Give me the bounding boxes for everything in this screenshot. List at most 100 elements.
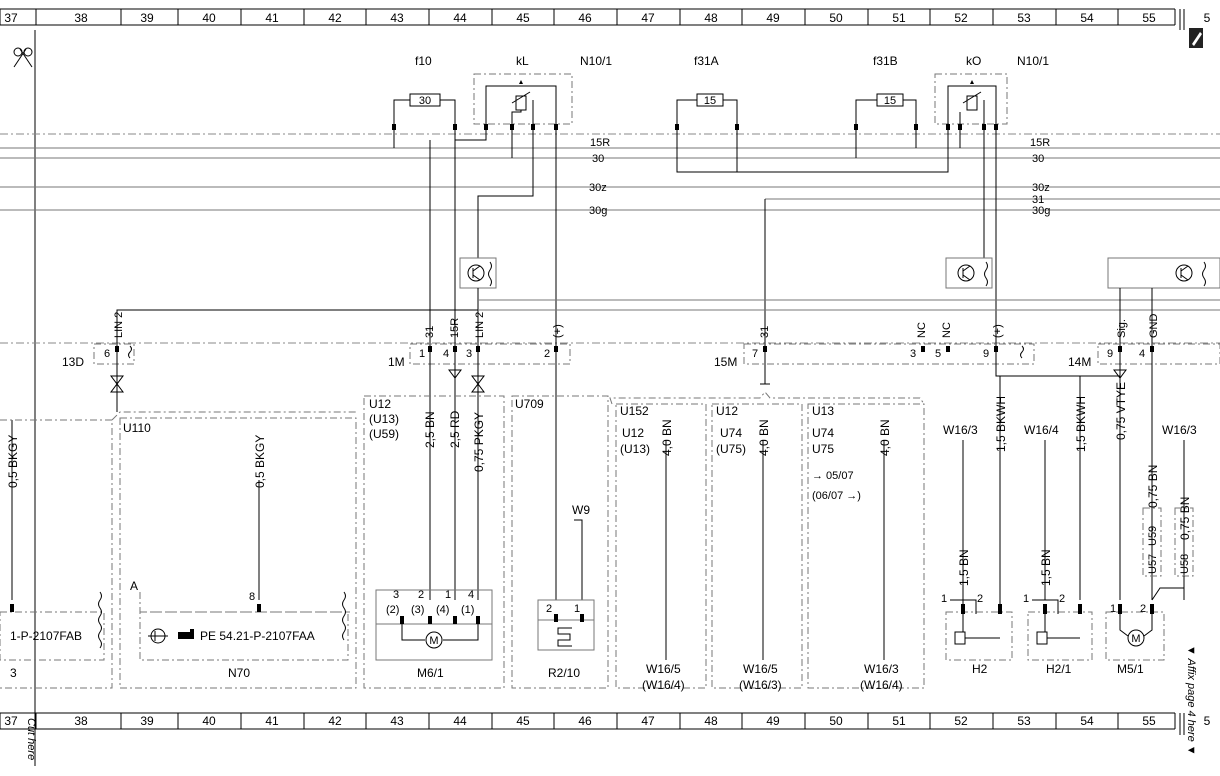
grid-label-top: 50 bbox=[829, 11, 843, 25]
cut-here-label: Cut here bbox=[25, 718, 37, 760]
connector-15m-label: 15M bbox=[714, 355, 737, 369]
h2-label: H2 bbox=[972, 662, 988, 676]
grid-label-top: 46 bbox=[578, 11, 592, 25]
driver-transistor-right bbox=[945, 257, 993, 289]
wire-label: 2,5 BN bbox=[423, 411, 437, 448]
connector-15m-pin: 7 bbox=[752, 348, 758, 360]
wire-label: 4,0 BN bbox=[660, 419, 674, 456]
wire-label: 4,0 BN bbox=[878, 419, 892, 456]
m6-1-pin-alt: (3) bbox=[411, 604, 424, 616]
bottom-grid-ruler bbox=[0, 712, 1175, 730]
h2-1-pin: 1 bbox=[1023, 593, 1029, 605]
grid-label-bottom: 50 bbox=[829, 714, 843, 728]
scissors-icon bbox=[13, 47, 33, 68]
ground-w16-3-b: W16/3 bbox=[1162, 423, 1197, 437]
grid-label-bottom: 49 bbox=[766, 714, 780, 728]
driver-transistor-left bbox=[459, 257, 497, 289]
date-0607: (06/07 →) bbox=[812, 490, 861, 502]
bus-label-30g: 30g bbox=[589, 205, 607, 217]
grid-label-top: 52 bbox=[954, 11, 968, 25]
h2-pin: 2 bbox=[977, 593, 983, 605]
wire-label: 0,75 BN bbox=[1178, 497, 1192, 540]
connector-15m-pin: 5 bbox=[935, 348, 941, 360]
wire-label: 4,0 BN bbox=[757, 419, 771, 456]
splice-symbol bbox=[110, 369, 1127, 393]
variant-boxes bbox=[0, 391, 925, 689]
ground-w16-5-a: W16/5 bbox=[646, 662, 681, 676]
relay-kl bbox=[473, 73, 573, 126]
variant-u74: U74 bbox=[720, 426, 742, 440]
signal-nc-a: NC bbox=[916, 322, 928, 338]
lin-bus bbox=[116, 288, 1220, 350]
page-marker-icon bbox=[1189, 28, 1203, 48]
ground-w9: W9 bbox=[572, 503, 590, 517]
ref-label-left: 1-P-2107FAB bbox=[10, 629, 82, 643]
wire-label: 0,5 BKGY bbox=[253, 435, 267, 488]
date-0507: → 05/07 bbox=[812, 470, 854, 482]
bus-label-15r: 15R bbox=[590, 137, 610, 149]
relay-kl-label: kL bbox=[516, 54, 529, 68]
m5-1-pin: 2 bbox=[1140, 603, 1146, 615]
svg-text:15: 15 bbox=[884, 95, 896, 107]
driver-transistor-far-right bbox=[1107, 257, 1220, 289]
grid-label-top: 39 bbox=[140, 11, 154, 25]
connector-1m-pin: 1 bbox=[419, 348, 425, 360]
h2-1-pin: 2 bbox=[1059, 593, 1065, 605]
signal-lin2-a: LIN 2 bbox=[113, 312, 125, 338]
n70-label: N70 bbox=[228, 666, 250, 680]
variant-u152: U152 bbox=[620, 404, 649, 418]
m6-1-pin-alt: (4) bbox=[436, 604, 449, 616]
bus-label-30: 30 bbox=[592, 153, 604, 165]
grid-label-bottom: 45 bbox=[516, 714, 530, 728]
connector-15m bbox=[743, 343, 1035, 365]
h2-1-label: H2/1 bbox=[1046, 662, 1072, 676]
ground-w16-3-c: (W16/3) bbox=[739, 678, 782, 692]
bus-label-30z-right: 30z bbox=[1032, 182, 1050, 194]
ground-w16-3-a: W16/3 bbox=[943, 423, 978, 437]
grid-label-top: 55 bbox=[1142, 11, 1156, 25]
signal-lin2-b: LIN 2 bbox=[474, 312, 486, 338]
bus-label-30g-right: 30g bbox=[1032, 205, 1050, 217]
fuse-f31b: 15 bbox=[855, 93, 917, 130]
component-n70 bbox=[139, 591, 350, 661]
ground-w16-4-b: (W16/4) bbox=[642, 678, 685, 692]
signal-plus-b: (+) bbox=[992, 324, 1004, 338]
bus-label-30z: 30z bbox=[589, 182, 607, 194]
connector-15m-pin: 9 bbox=[983, 348, 989, 360]
grid-label-top: 40 bbox=[202, 11, 216, 25]
wire-label: 0,75 BN bbox=[1146, 465, 1160, 508]
variant-u13: (U13) bbox=[369, 412, 399, 426]
variant-u75: (U75) bbox=[716, 442, 746, 456]
grid-label-bottom: 40 bbox=[202, 714, 216, 728]
wire-label: 1,5 BKWH bbox=[1074, 396, 1088, 452]
variant-u59-b: U59 bbox=[1147, 526, 1159, 546]
connector-13d bbox=[93, 343, 135, 365]
connector-1m-pin: 2 bbox=[544, 348, 550, 360]
m6-1-pin-alt: (2) bbox=[386, 604, 399, 616]
connector-14m bbox=[1097, 343, 1220, 365]
connector-14m-pin: 4 bbox=[1139, 348, 1145, 360]
m6-1-label: M6/1 bbox=[417, 666, 444, 680]
wire-label: 1,5 BN bbox=[957, 549, 971, 586]
grid-label-bottom: 52 bbox=[954, 714, 968, 728]
grid-label-top: 38 bbox=[74, 11, 88, 25]
m5-1-pin: 1 bbox=[1110, 603, 1116, 615]
wire-label: 0,75 VTYE bbox=[1114, 382, 1128, 440]
connector-1m bbox=[409, 343, 571, 365]
affix-page-label: ▼ Affix page 4 here ▼ bbox=[1185, 645, 1197, 756]
grid-label-top: 41 bbox=[265, 11, 279, 25]
grid-label-bottom: 43 bbox=[390, 714, 404, 728]
grid-label-bottom: 5 bbox=[1204, 714, 1211, 728]
ref-label-n70: PE 54.21-P-2107FAA bbox=[200, 629, 315, 643]
module-n10-1-right-label: N10/1 bbox=[1017, 54, 1049, 68]
variant-u12-c: U12 bbox=[716, 404, 738, 418]
connector-14m-label: 14M bbox=[1068, 355, 1091, 369]
connector-15m-pin: 3 bbox=[910, 348, 916, 360]
reference-hand-icon bbox=[178, 629, 194, 639]
ground-w16-4-a: W16/4 bbox=[1024, 423, 1059, 437]
motor-m6-1-symbol: M bbox=[429, 635, 438, 647]
component-left-ref bbox=[0, 591, 105, 661]
power-bus bbox=[0, 147, 1220, 211]
connector-13d-label: 13D bbox=[62, 355, 84, 369]
grid-label-top: 5 bbox=[1204, 11, 1211, 25]
